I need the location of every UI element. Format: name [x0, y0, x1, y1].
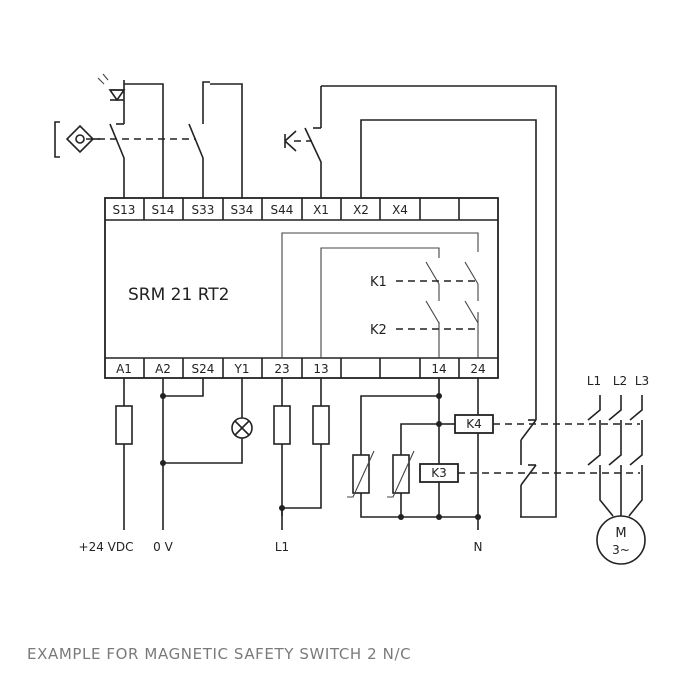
- terminal-x1: X1: [313, 203, 329, 217]
- terminal-24: 24: [470, 362, 485, 376]
- relay-k2-label: K2: [370, 323, 387, 338]
- supply-wiring: [115, 378, 253, 530]
- top-terminal-dividers: [143, 198, 460, 220]
- contactor-circuit: [347, 378, 640, 530]
- magnetic-safety-switch: [54, 73, 243, 198]
- terminal-s44: S44: [271, 203, 294, 217]
- relay-k4-label: K4: [466, 417, 482, 431]
- terminal-s14: S14: [152, 203, 175, 217]
- terminal-s13: S13: [113, 203, 136, 217]
- terminal-23: 23: [274, 362, 289, 376]
- internal-contacts: [281, 232, 479, 358]
- phase-l3-label: L3: [635, 374, 649, 388]
- module-box: [104, 197, 499, 379]
- terminal-a1: A1: [116, 362, 132, 376]
- terminal-s33: S33: [192, 203, 215, 217]
- relay-k1-label: K1: [370, 275, 387, 290]
- bottom-terminal-dividers: [143, 358, 460, 378]
- module-name: SRM 21 RT2: [128, 285, 230, 305]
- terminal-s34: S34: [231, 203, 254, 217]
- terminal-y1: Y1: [234, 362, 250, 376]
- terminal-s24: S24: [192, 362, 215, 376]
- supply-0v-label: 0 V: [153, 540, 173, 554]
- supply-n-label: N: [474, 540, 483, 554]
- phase-l1-label: L1: [587, 374, 601, 388]
- start-button: [284, 85, 557, 518]
- phase-l2-label: L2: [613, 374, 627, 388]
- output-fuses: [273, 378, 330, 530]
- terminal-a2: A2: [155, 362, 171, 376]
- caption: EXAMPLE FOR MAGNETIC SAFETY SWITCH 2 N/C: [27, 645, 412, 663]
- terminal-x2: X2: [353, 203, 369, 217]
- terminal-13: 13: [313, 362, 328, 376]
- terminal-14: 14: [431, 362, 446, 376]
- supply-l1-label: L1: [275, 540, 289, 554]
- relay-k3-label: K3: [431, 466, 447, 480]
- terminal-x4: X4: [392, 203, 408, 217]
- motor-label-3ph: 3~: [612, 543, 630, 557]
- motor-label-m: M: [615, 526, 626, 541]
- supply-plus-24vdc-label: +24 VDC: [79, 540, 134, 554]
- motor-circuit: [587, 395, 646, 565]
